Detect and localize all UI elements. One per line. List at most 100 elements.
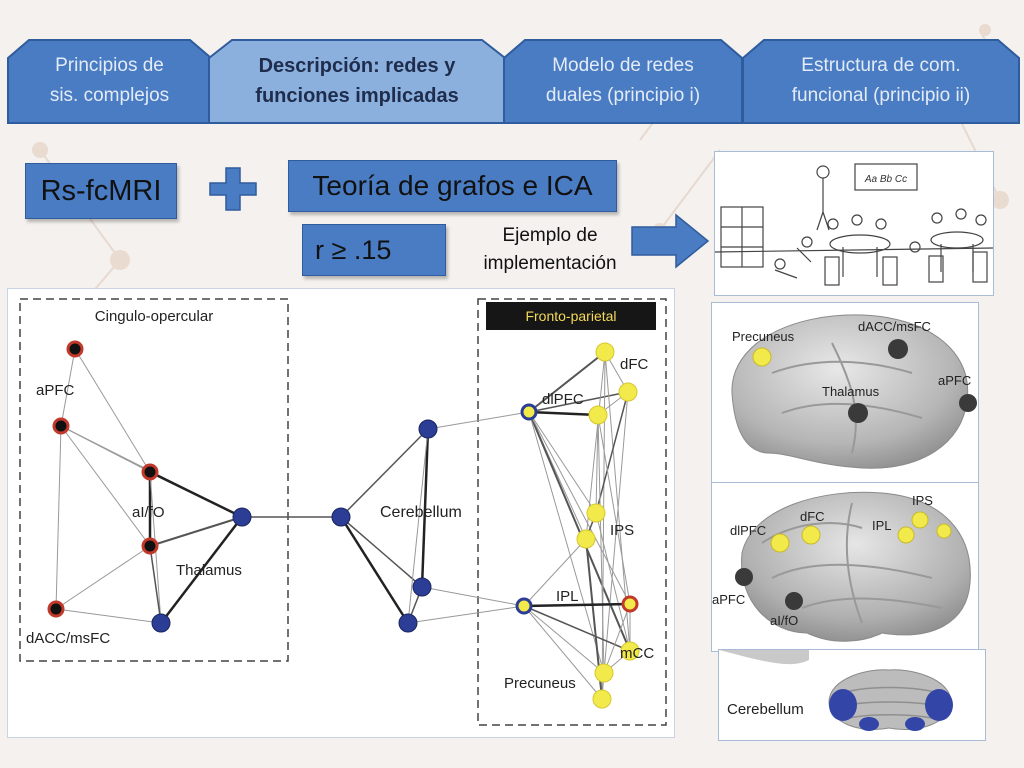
medial-sulci [771, 342, 923, 454]
network-edge [528, 391, 629, 413]
graph-theory-label: Teoría de grafos e ICA [312, 170, 593, 201]
label-precuneus: Precuneus [504, 675, 576, 692]
tab-label-line2: sis. complejos [49, 85, 170, 106]
network-node-ai1 [141, 463, 159, 481]
medial-label-apfc: aPFC [938, 373, 971, 388]
rs-fcmri-box: Rs-fcMRI [25, 163, 177, 219]
network-edge [427, 411, 530, 430]
classroom-drawing: Aa Bb Cc [715, 163, 993, 286]
network-edge [523, 602, 631, 608]
network-edge [603, 603, 631, 674]
threshold-box: r ≥ .15 [302, 224, 446, 276]
network-edge [595, 414, 599, 514]
network-node-dl [520, 403, 538, 421]
network-nodes [47, 340, 640, 709]
network-edge [595, 391, 629, 514]
label-cerebellum: Cerebellum [380, 504, 462, 521]
network-edge [595, 512, 631, 652]
network-edge [597, 414, 631, 605]
network-node-th [151, 613, 171, 633]
graph-theory-box: Teoría de grafos e ICA [288, 160, 617, 212]
lateral-sulci [761, 502, 943, 624]
network-node-c3 [412, 577, 432, 597]
brain-medial-view: Precuneus dACC/msFC Thalamus aPFC [711, 302, 979, 484]
network-edge [597, 414, 605, 674]
example-caption: Ejemplo de implementación [455, 222, 645, 278]
lateral-ipl-node [897, 526, 915, 544]
network-node-c2 [418, 419, 438, 439]
label-thalamus: Thalamus [176, 562, 242, 579]
tab-estructura[interactable]: Estructura de com.funcional (principio i… [742, 38, 1020, 124]
network-node-f1 [595, 342, 615, 362]
network-edge [55, 425, 62, 610]
network-edge [149, 470, 243, 519]
cerebellum-lower-left-node [859, 717, 879, 731]
network-edge [340, 428, 429, 518]
lateral-apfc-node [735, 568, 753, 586]
fronto-parietal-title: Fronto-parietal [525, 308, 616, 324]
network-node-a1 [66, 340, 84, 358]
network-node-m2 [594, 663, 614, 683]
network-node-p3 [621, 595, 639, 613]
network-edge [407, 428, 429, 624]
network-edge [603, 391, 629, 674]
cerebellum-top-shape [719, 650, 809, 665]
threshold-label: r ≥ .15 [315, 234, 392, 265]
network-node-p2 [576, 529, 596, 549]
network-edge [407, 605, 525, 624]
medial-label-dacc: dACC/msFC [858, 319, 931, 334]
right-arrow-icon [631, 213, 710, 269]
example-caption-line2: implementación [483, 253, 617, 274]
network-edge [60, 425, 151, 547]
cerebellum-drawing: Cerebellum [719, 650, 953, 731]
network-node-c1 [331, 507, 351, 527]
board-text: Aa Bb Cc [864, 174, 907, 185]
network-node-m1 [620, 641, 640, 661]
network-edge [55, 545, 151, 610]
tab-label-line2: duales (principio i) [545, 85, 701, 106]
network-node-ai2 [141, 537, 159, 555]
cingulo-opercular-boundary [19, 298, 289, 662]
network-edge [339, 516, 410, 624]
medial-apfc-node [959, 394, 977, 412]
network-edge [160, 516, 243, 624]
fronto-parietal-title-bg [486, 302, 656, 330]
network-edge [528, 351, 606, 413]
tab-label-line1: Estructura de com. [801, 55, 961, 76]
network-edge [149, 545, 162, 624]
network-node-a2 [52, 417, 70, 435]
cerebellum-left-node [829, 689, 857, 721]
lateral-label-dlpfc: dlPFC [730, 523, 766, 538]
network-edge [523, 538, 587, 607]
network-edge [523, 605, 603, 700]
rs-fcmri-label: Rs-fcMRI [40, 174, 162, 207]
brain-medial-drawing: Precuneus dACC/msFC Thalamus aPFC [731, 314, 977, 469]
lateral-dfc-node [801, 525, 821, 545]
lateral-label-apfc: aPFC [712, 592, 745, 607]
lateral-label-ipl: IPL [872, 518, 892, 533]
tab-label-line1: Principios de [55, 55, 164, 76]
network-edge [528, 411, 631, 652]
label-mcc: mCC [620, 645, 654, 662]
label-dfc: dFC [620, 356, 649, 373]
classroom-illustration: Aa Bb Cc [714, 151, 994, 296]
lateral-label-ips: IPS [912, 493, 933, 508]
cerebellum-label: Cerebellum [727, 701, 804, 718]
label-ipl: IPL [556, 588, 579, 605]
lateral-ips2-node [936, 523, 952, 539]
tab-principios[interactable]: Principios de sis. complejos [7, 38, 212, 124]
tab-label-line1: Descripción: redes y [258, 55, 456, 77]
network-edge [74, 348, 151, 473]
network-edge [528, 411, 631, 605]
network-node-p1 [586, 503, 606, 523]
network-node-ipl [515, 597, 533, 615]
network-edge [523, 605, 631, 652]
network-edge [523, 605, 605, 674]
network-edge [340, 516, 423, 588]
medial-label-precuneus: Precuneus [732, 329, 795, 344]
cingulo-opercular-title: Cingulo-opercular [95, 308, 213, 325]
label-ai-fo: aI/fO [132, 504, 165, 521]
example-caption-line1: Ejemplo de [502, 225, 598, 246]
